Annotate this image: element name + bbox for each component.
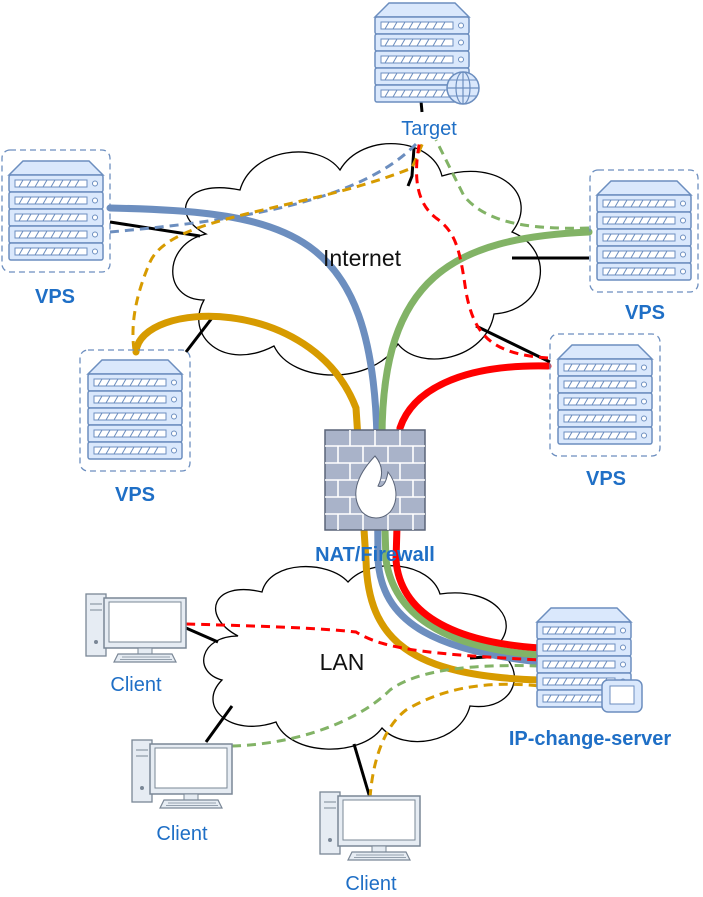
tunnel-blue bbox=[106, 204, 544, 666]
vps-server-mid-left bbox=[87, 359, 183, 460]
vps-frames bbox=[1, 149, 699, 472]
tunnels bbox=[106, 204, 593, 684]
tunnel-orange bbox=[132, 312, 544, 684]
internet-label: Internet bbox=[323, 245, 402, 271]
firewall-icon bbox=[324, 429, 426, 531]
flow-blue bbox=[109, 142, 418, 234]
client-label-1: Client bbox=[110, 674, 162, 696]
flow-red-lan bbox=[185, 622, 541, 662]
client-label-2: Client bbox=[156, 823, 208, 845]
monitor-icon bbox=[601, 679, 643, 713]
flow-red-internet bbox=[415, 139, 549, 360]
vps-server-mid-right bbox=[557, 344, 653, 445]
client-computer-3 bbox=[319, 791, 421, 861]
internet-cloud bbox=[172, 142, 541, 376]
vps-label-top-left: VPS bbox=[35, 286, 75, 308]
flow-orange-lan bbox=[368, 682, 541, 799]
ip-change-server-label: IP-change-server bbox=[509, 728, 672, 750]
target-label: Target bbox=[401, 118, 457, 140]
globe-icon bbox=[446, 71, 480, 105]
vps-label-top-right: VPS bbox=[625, 302, 665, 324]
vps-server-top-left bbox=[8, 160, 104, 261]
tunnel-red bbox=[392, 362, 552, 652]
lan-cloud bbox=[203, 565, 515, 750]
tunnel-green bbox=[378, 228, 593, 659]
vps-label-mid-right: VPS bbox=[586, 468, 626, 490]
vps-server-top-right bbox=[596, 180, 692, 281]
nat-firewall-label: NAT/Firewall bbox=[315, 544, 435, 566]
flow-green-lan bbox=[231, 664, 541, 748]
flow-orange-internet bbox=[131, 139, 426, 351]
dashed-flows bbox=[109, 139, 590, 799]
vps-label-mid-left: VPS bbox=[115, 484, 155, 506]
client-label-3: Client bbox=[345, 873, 397, 895]
lan-label: LAN bbox=[320, 649, 365, 675]
client-computer-2 bbox=[131, 739, 233, 809]
client-computer-1 bbox=[85, 593, 187, 663]
